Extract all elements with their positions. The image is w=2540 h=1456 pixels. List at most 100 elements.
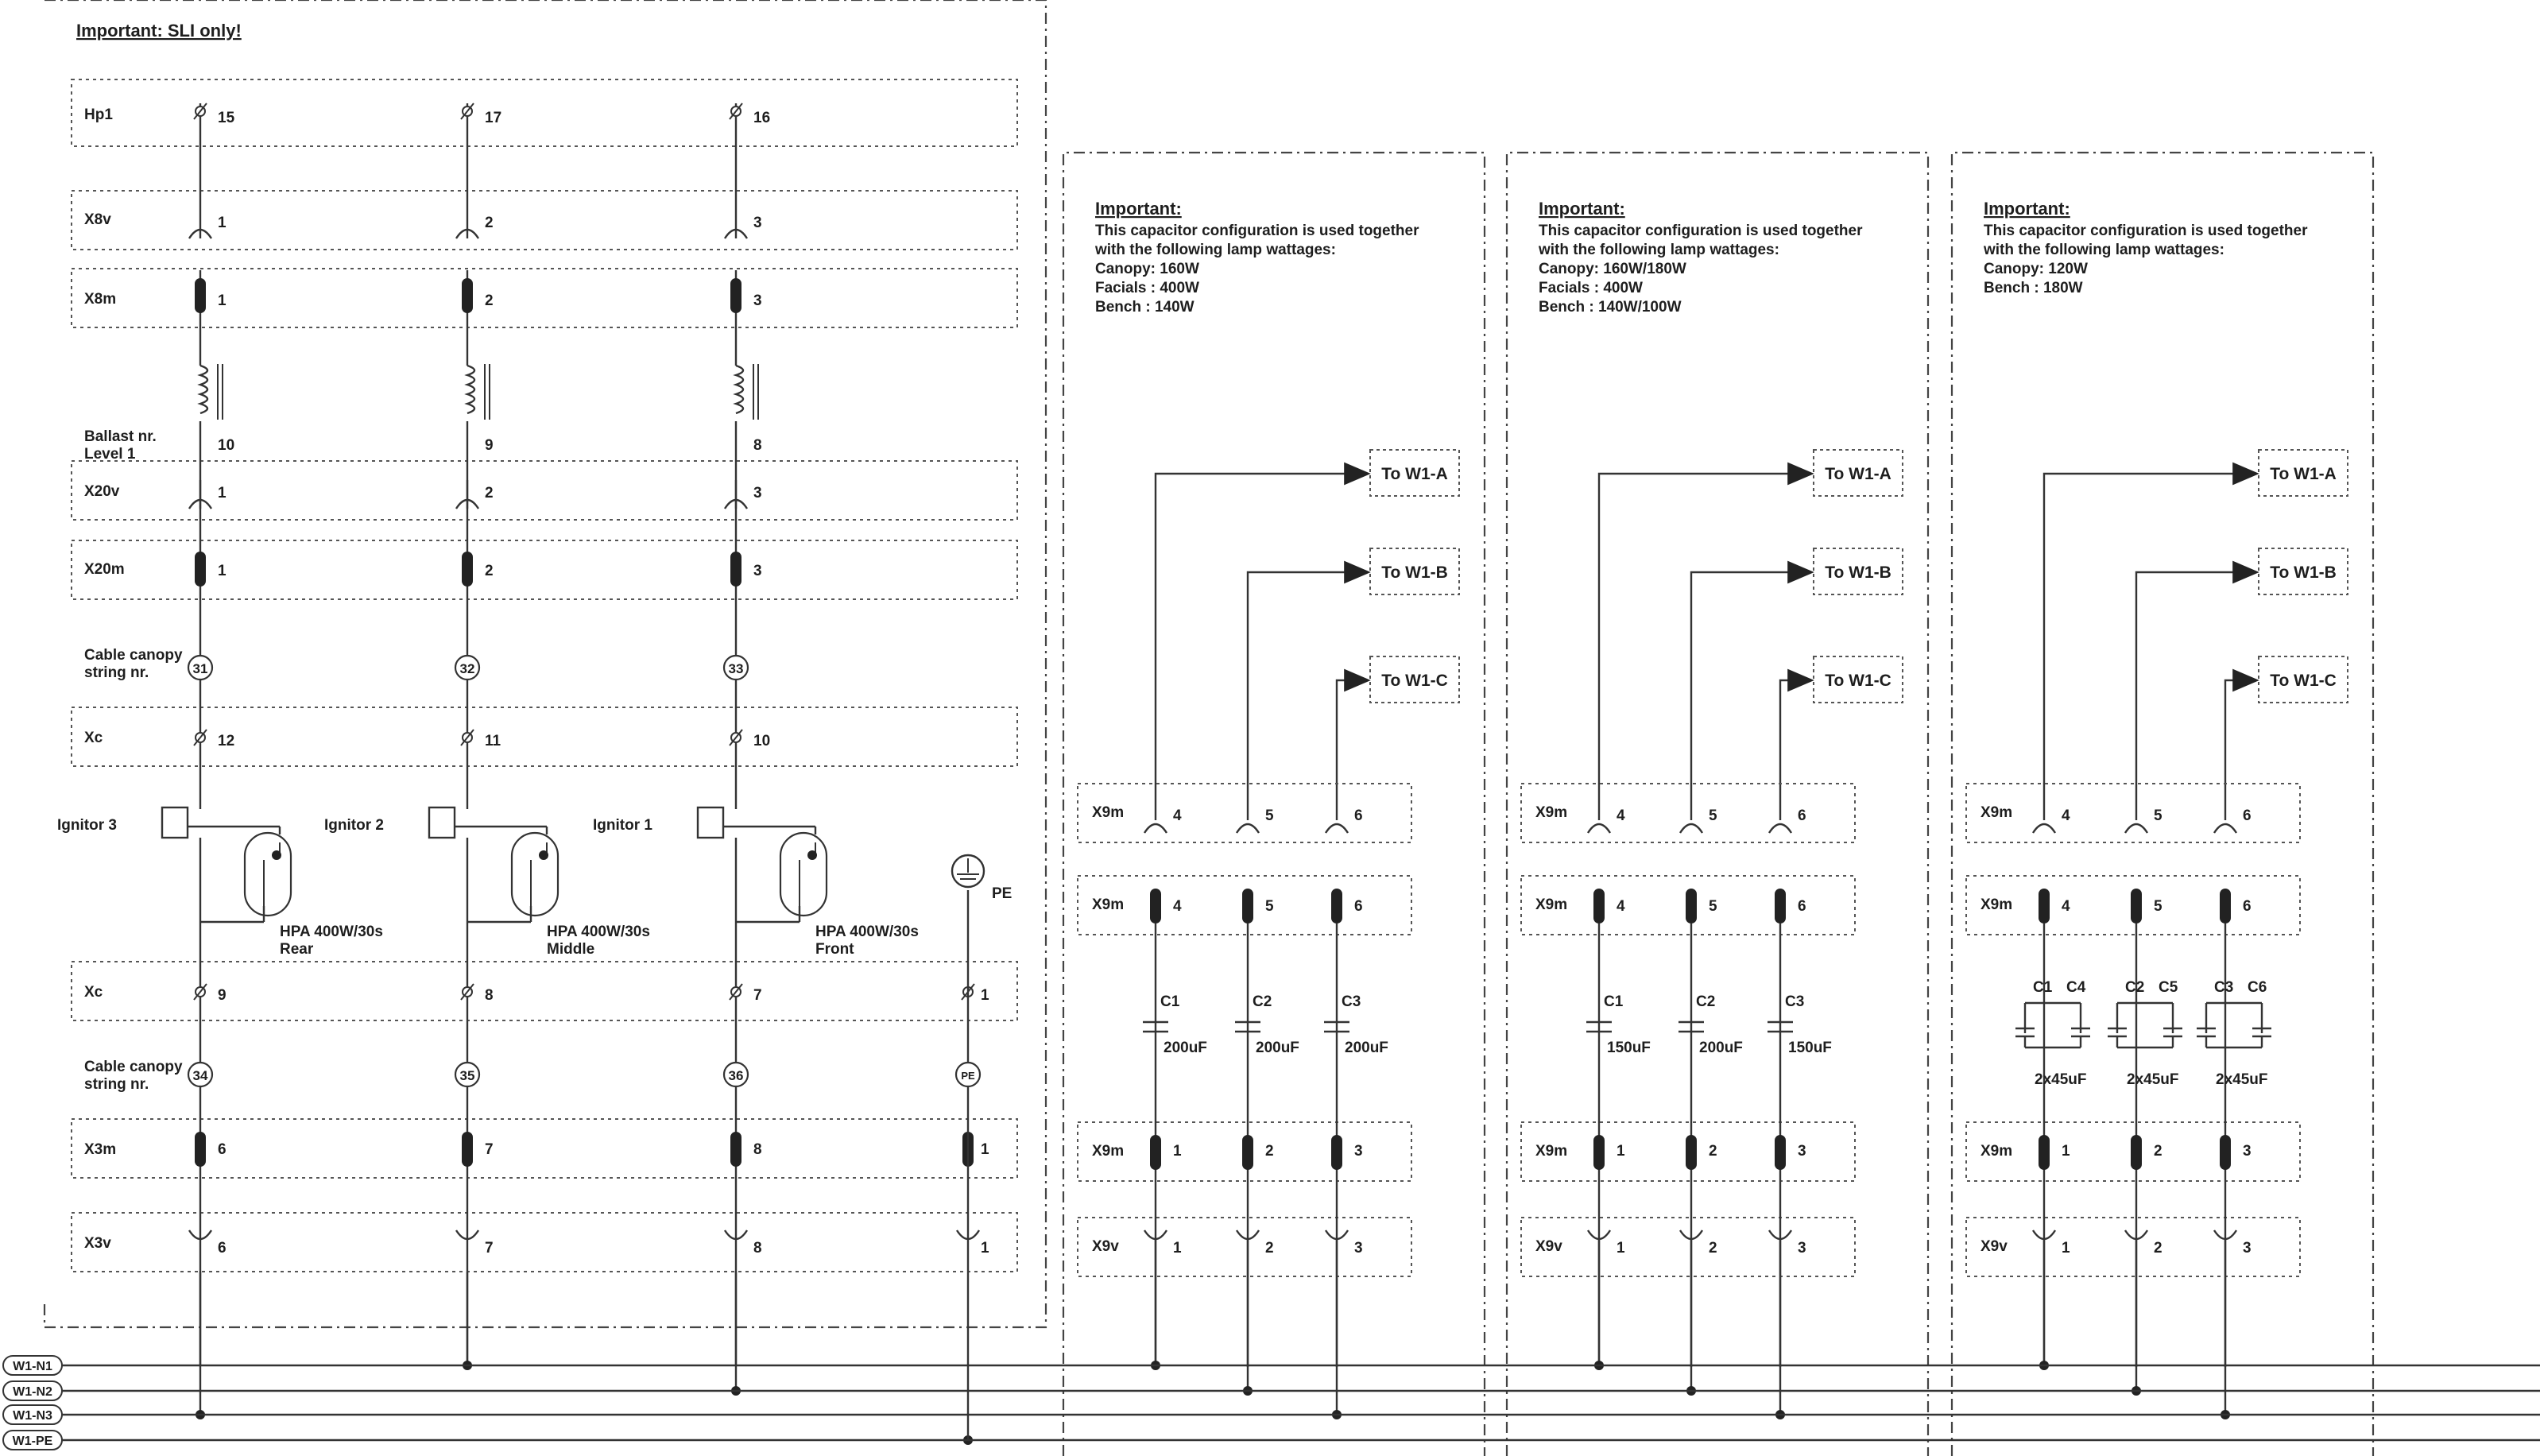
socket-icon xyxy=(1235,1229,1260,1241)
bus-label: W1-N1 xyxy=(13,1360,52,1373)
hp1-num: 16 xyxy=(753,110,770,126)
panel-canopy: Canopy: 120W xyxy=(1984,261,2088,277)
signal-arrow xyxy=(2135,560,2259,820)
label-cable-canopy-2: Cable canopy xyxy=(84,1059,183,1075)
x3v-num: 7 xyxy=(485,1240,494,1257)
ballast-coil-icon xyxy=(733,364,745,415)
lamp-position: Rear xyxy=(280,941,314,958)
ballast-coil-icon xyxy=(464,364,476,415)
socket-icon xyxy=(723,498,749,509)
plug-icon xyxy=(730,1132,741,1167)
xc-num: 11 xyxy=(485,733,501,749)
panel-num: 5 xyxy=(1265,898,1274,915)
capacitor-value: 2x45uF xyxy=(2216,1071,2267,1088)
cable2-num: 36 xyxy=(729,1068,744,1083)
cable-num: 31 xyxy=(193,661,208,676)
socket-icon xyxy=(1586,823,1612,834)
capacitor-value: 2x45uF xyxy=(2035,1071,2086,1088)
signal-arrow xyxy=(1335,668,1371,820)
socket-icon xyxy=(1143,823,1168,834)
signal-arrow xyxy=(1597,462,1814,820)
plug-icon xyxy=(1150,1135,1161,1170)
socket-icon xyxy=(1768,823,1793,834)
panel-row-box xyxy=(1965,1217,2301,1277)
panel-canopy: Canopy: 160W/180W xyxy=(1539,261,1686,277)
socket-icon xyxy=(455,228,480,239)
panel-num: 5 xyxy=(2154,807,2162,824)
panel-row-label: X9m xyxy=(1535,804,1567,821)
panel-note-2: with the following lamp wattages: xyxy=(1538,242,1779,258)
label-x3m: X3m xyxy=(84,1141,116,1158)
panel-canopy: Canopy: 160W xyxy=(1095,261,1199,277)
panel-num: 2 xyxy=(1709,1143,1717,1160)
panel-num: 1 xyxy=(1173,1143,1182,1160)
socket-icon xyxy=(455,498,480,509)
x8v-num: 3 xyxy=(753,215,762,231)
panel-row-label: X9m xyxy=(1981,804,2012,821)
hpa-lamp-icon xyxy=(510,831,559,917)
capacitor-value: 200uF xyxy=(1256,1040,1299,1056)
to-w1-label: To W1-C xyxy=(2270,672,2337,690)
ignitor-label: Ignitor 1 xyxy=(593,817,652,834)
capacitor-name: C3 xyxy=(1785,993,1804,1010)
capacitor-name-2: C5 xyxy=(2159,979,2178,996)
socket-icon xyxy=(188,228,213,239)
xc2-num: 7 xyxy=(753,987,762,1004)
plug-icon xyxy=(462,552,473,587)
panel-num: 6 xyxy=(1354,898,1363,915)
panel-num: 5 xyxy=(1709,898,1717,915)
capacitor-name: C3 xyxy=(2214,979,2233,996)
socket-icon xyxy=(188,498,213,509)
capacitor-name: C2 xyxy=(1696,993,1715,1010)
important-sli-title: Important: SLI only! xyxy=(76,21,242,41)
to-w1-box xyxy=(2258,548,2348,595)
to-w1-label: To W1-B xyxy=(1381,563,1448,582)
row-box-x8m xyxy=(71,268,1018,328)
to-w1-box xyxy=(2258,449,2348,497)
plug-icon xyxy=(1593,1135,1605,1170)
panel-note-1: This capacitor configuration is used tog… xyxy=(1539,223,1863,239)
capacitor-name: C1 xyxy=(1160,993,1180,1010)
plug-icon xyxy=(1686,1135,1697,1170)
row-box-x8v xyxy=(71,190,1018,250)
panel-num: 2 xyxy=(2154,1240,2162,1257)
capacitor-name-2: C6 xyxy=(2248,979,2267,996)
x3m-num: 8 xyxy=(753,1141,762,1158)
to-w1-box xyxy=(1813,656,1903,703)
lamp-position: Front xyxy=(815,941,854,958)
ballast-coil-icon xyxy=(197,364,209,415)
panel-important: Important: xyxy=(1095,199,1182,219)
x8v-num: 2 xyxy=(485,215,494,231)
panel-num: 5 xyxy=(2154,898,2162,915)
ignitor-label: Ignitor 3 xyxy=(57,817,117,834)
panel-row-box xyxy=(1520,875,1856,935)
label-xc2: Xc xyxy=(84,984,103,1001)
row-box-x20m xyxy=(71,540,1018,600)
panel-num: 1 xyxy=(1617,1240,1625,1257)
label-x20v: X20v xyxy=(84,483,120,500)
lamp-label: HPA 400W/30s xyxy=(815,924,919,940)
plug-icon xyxy=(195,552,206,587)
pe-label: PE xyxy=(992,885,1012,902)
panel-row-label: X9m xyxy=(1535,1143,1567,1160)
panel-row-box xyxy=(1520,1217,1856,1277)
socket-icon xyxy=(1768,1229,1793,1241)
hp1-num: 17 xyxy=(485,110,501,126)
plug-icon xyxy=(1775,889,1786,924)
ignitor-icon xyxy=(696,806,725,839)
panel-num: 2 xyxy=(1265,1240,1274,1257)
plug-icon xyxy=(2039,1135,2050,1170)
to-w1-label: To W1-C xyxy=(1825,672,1891,690)
plug-icon xyxy=(1593,889,1605,924)
label-level: Level 1 xyxy=(84,446,136,463)
cable2-num: 35 xyxy=(460,1068,475,1083)
capacitor-value: 200uF xyxy=(1345,1040,1388,1056)
capacitor-value: 200uF xyxy=(1164,1040,1207,1056)
panel-row-label: X9v xyxy=(1535,1238,1562,1255)
pe-column: PE 1 PE 1 1 xyxy=(951,854,1012,1440)
panel-num: 3 xyxy=(1354,1143,1363,1160)
panel-num: 4 xyxy=(2062,807,2070,824)
